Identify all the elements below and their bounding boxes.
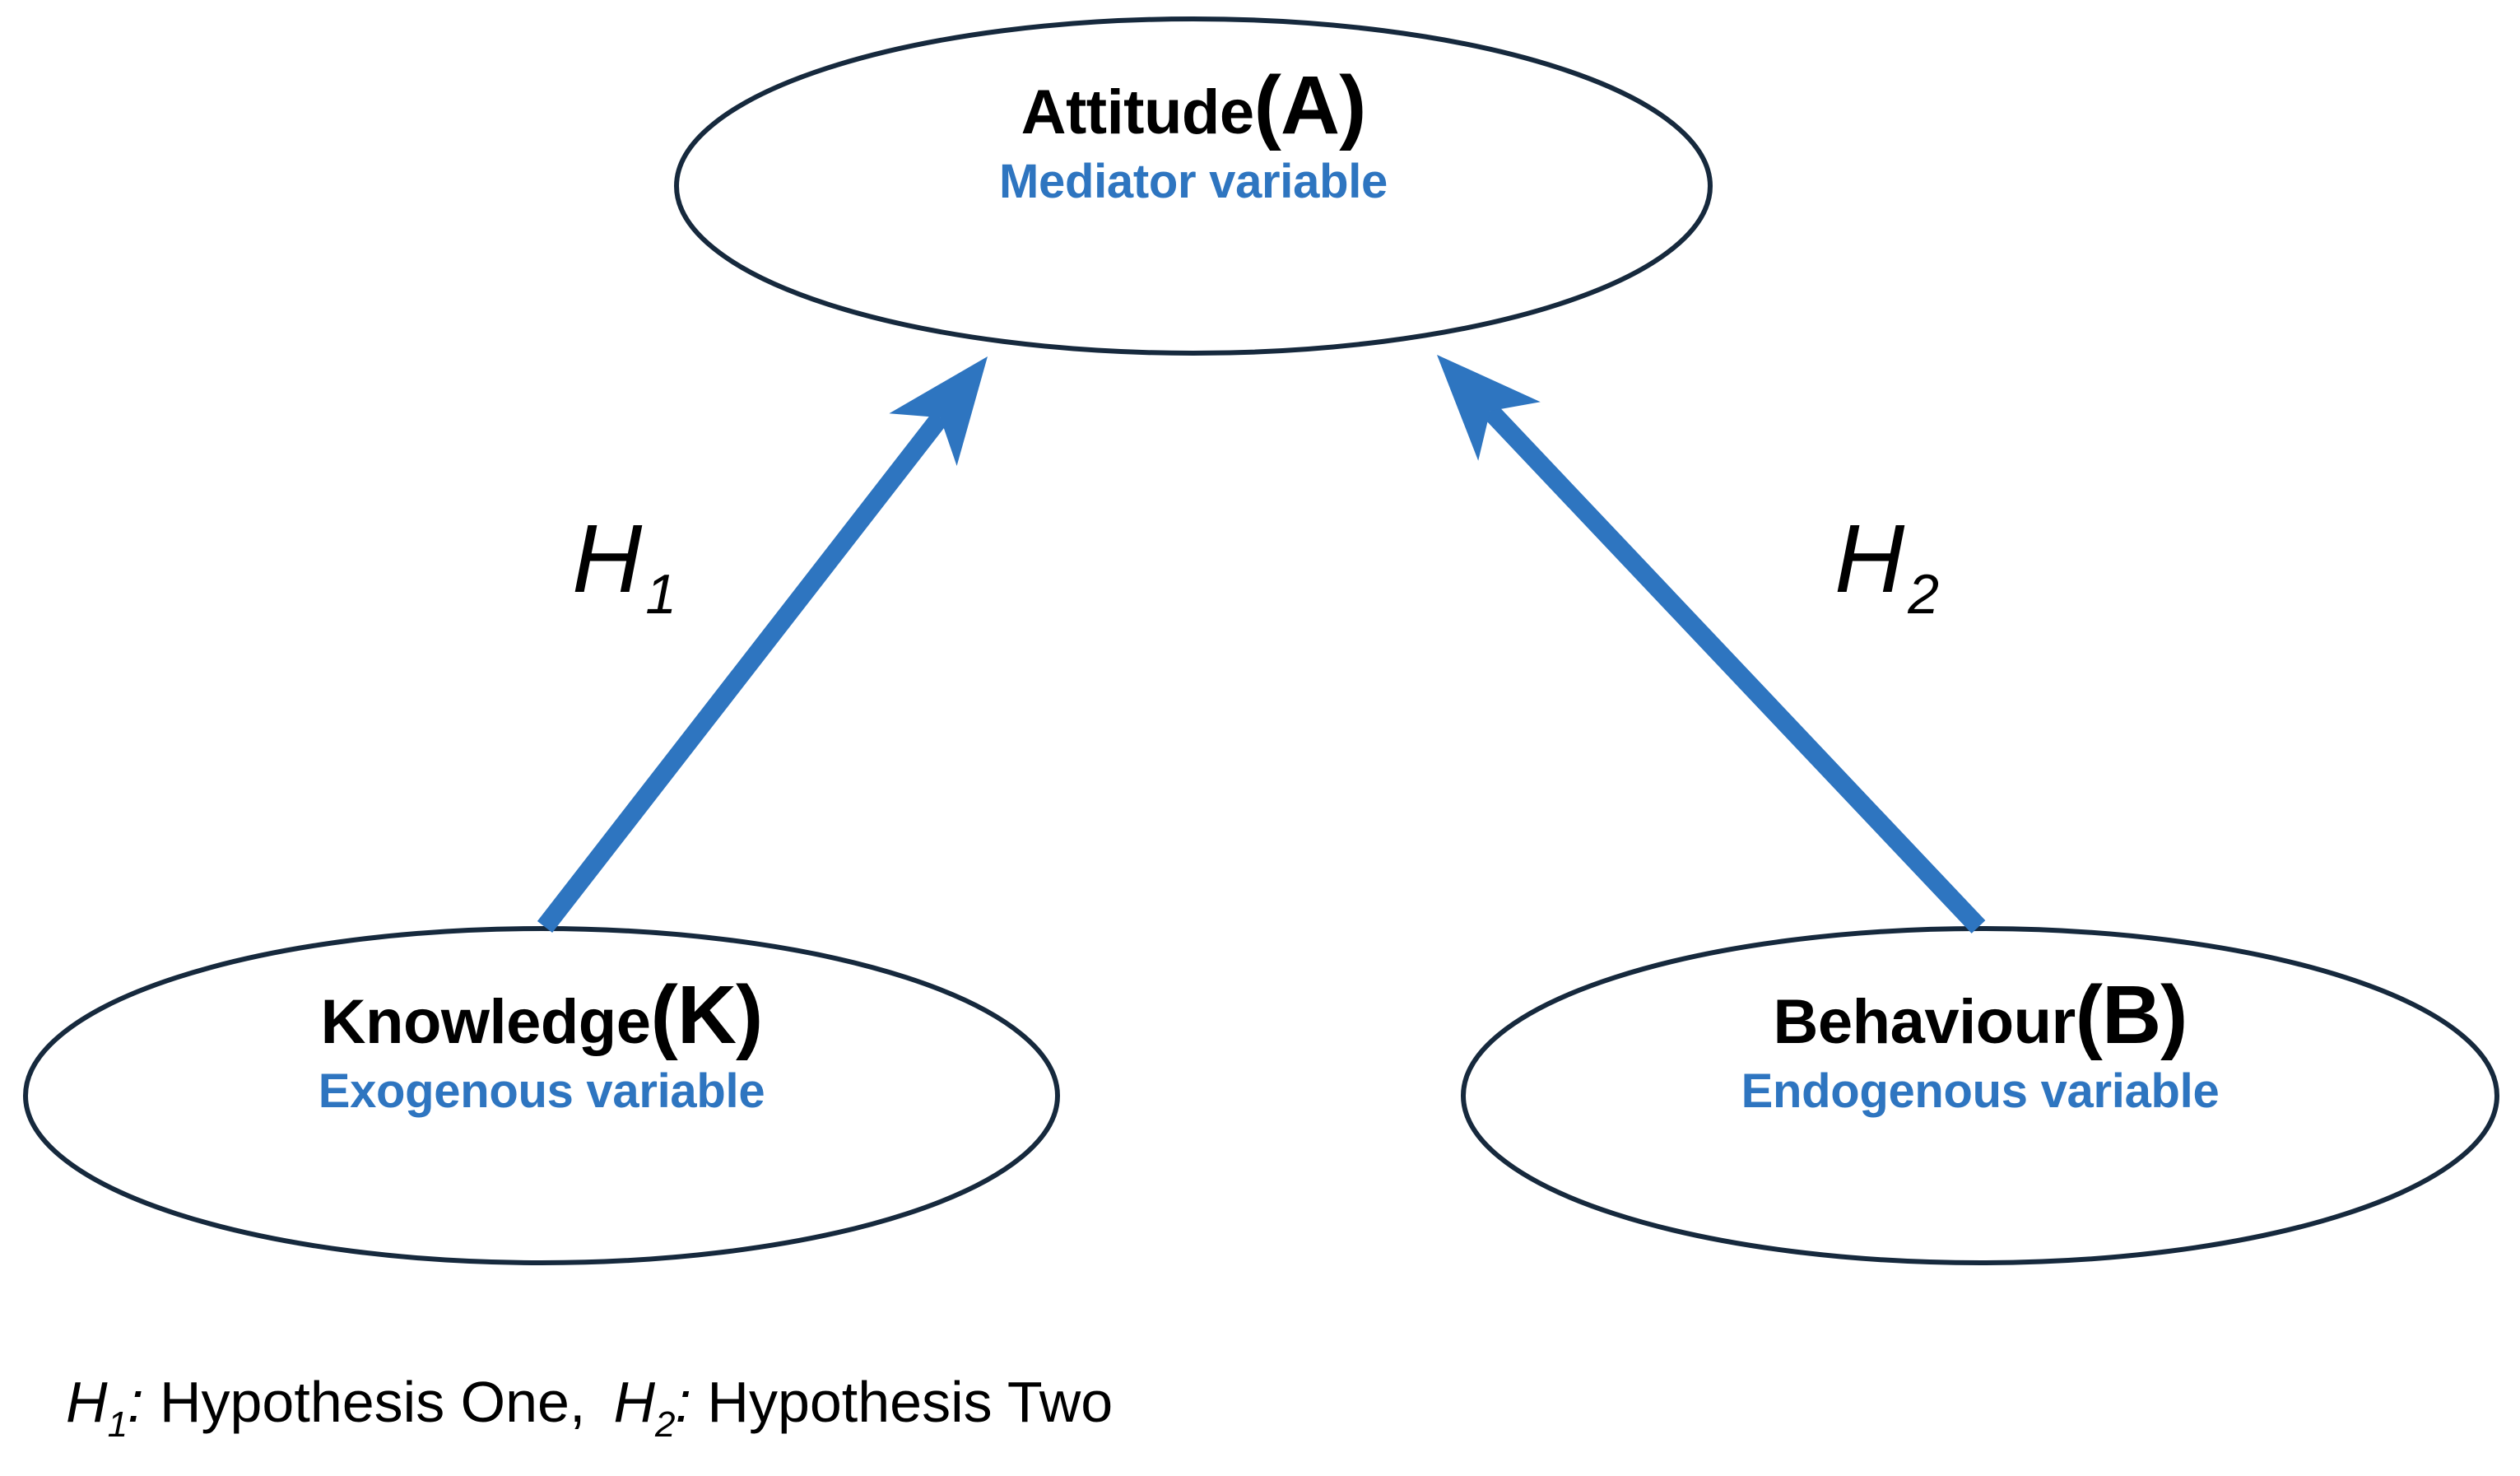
node-code-behaviour: (B)	[2075, 969, 2188, 1061]
legend-h2-text: Hypothesis Two	[707, 1370, 1114, 1434]
node-ellipse-behaviour[interactable]	[1461, 926, 2499, 1265]
node-title-knowledge-text: Knowledge	[320, 987, 651, 1057]
node-code-attitude: (A)	[1253, 59, 1367, 151]
legend-caption: H1: Hypothesis One,H2: Hypothesis Two	[66, 1370, 1114, 1443]
arrow-h2[interactable]	[1437, 355, 1986, 934]
node-label-behaviour: Behaviour(B) Endogenous variable	[1463, 974, 2497, 1115]
legend-h2-symbol: H	[613, 1370, 655, 1434]
edge-label-h1: H1	[572, 510, 676, 622]
node-label-attitude: Attitude(A) Mediator variable	[676, 64, 1710, 206]
edge-label-h2-base: H	[1834, 505, 1905, 613]
edge-label-h1-subscript: 1	[645, 563, 677, 626]
node-ellipse-knowledge[interactable]	[23, 926, 1060, 1265]
legend-h2-subscript: 2	[655, 1404, 676, 1445]
node-title-attitude: Attitude(A)	[676, 64, 1710, 147]
legend-h1-subscript: 1	[107, 1404, 128, 1445]
legend-h2-separator: :	[675, 1370, 708, 1434]
arrow-h1[interactable]	[537, 356, 988, 934]
legend-h1-text: Hypothesis One,	[159, 1370, 586, 1434]
node-title-attitude-text: Attitude	[1021, 77, 1255, 147]
edge-label-h2: H2	[1834, 510, 1939, 622]
node-title-behaviour: Behaviour(B)	[1463, 974, 2497, 1056]
node-subtitle-behaviour: Endogenous variable	[1741, 1064, 2220, 1118]
legend-h1-symbol: H	[66, 1370, 108, 1434]
edge-label-h1-base: H	[572, 505, 643, 613]
node-ellipse-attitude[interactable]	[674, 16, 1713, 356]
node-subtitle-knowledge: Exogenous variable	[318, 1064, 765, 1118]
node-title-knowledge: Knowledge(K)	[26, 974, 1058, 1056]
node-label-knowledge: Knowledge(K) Exogenous variable	[26, 974, 1058, 1115]
node-subtitle-attitude: Mediator variable	[999, 155, 1388, 208]
node-code-knowledge: (K)	[650, 969, 764, 1061]
edge-label-h2-subscript: 2	[1908, 563, 1940, 626]
node-title-behaviour-text: Behaviour	[1773, 987, 2076, 1057]
legend-h1-separator: :	[128, 1370, 160, 1434]
